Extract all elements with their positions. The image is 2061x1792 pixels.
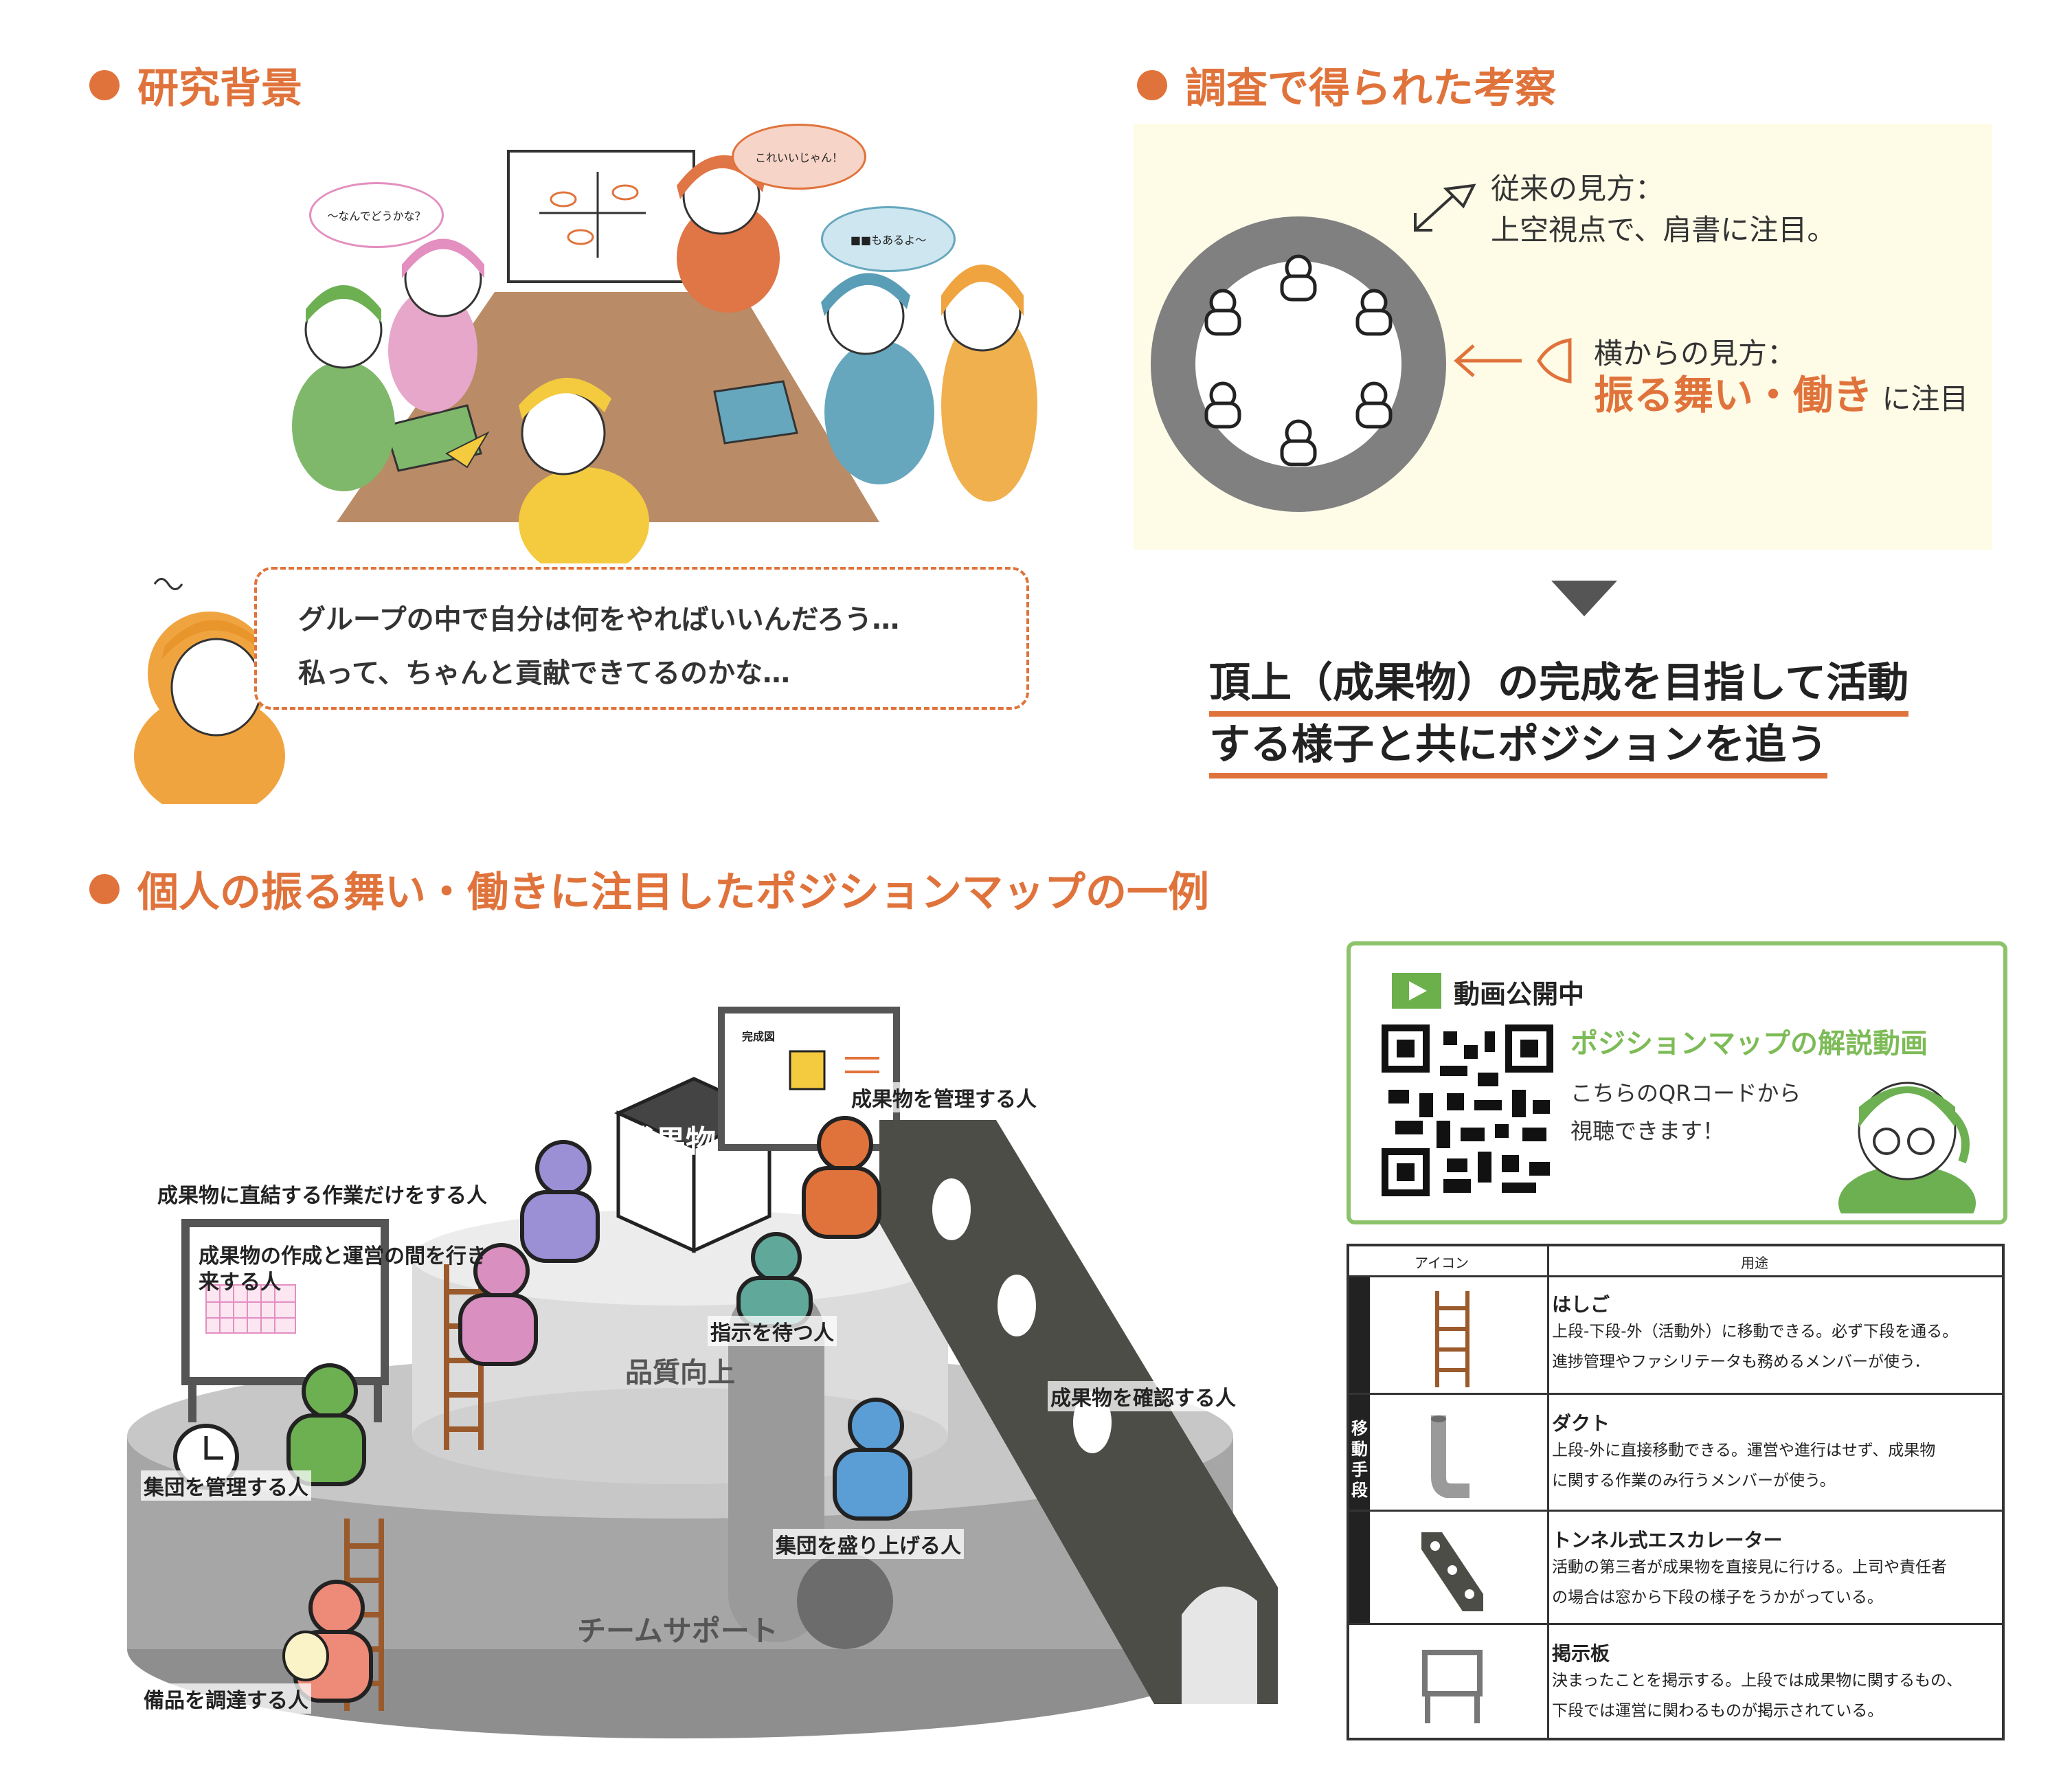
speech-bubble-text: 〜なんでどうかな？ — [327, 210, 426, 223]
video-badge: 動画公開中 — [1454, 979, 1585, 1009]
conclusion-text: する様子と共にポジションを追う — [1209, 721, 1827, 779]
heading-insight: 調査で得られた考察 — [1137, 55, 1556, 115]
top-view-eye-arrow-icon — [1414, 183, 1476, 232]
legend-row-bulletin-board: 掲示板 決まったことを掲示する。上段では成果物に関するもの、 下段では運営に関わ… — [1349, 1623, 2002, 1738]
side-view-title: 横からの見方： — [1594, 337, 1797, 370]
bullet-dot-icon — [89, 873, 120, 904]
role-procurement: 備品を調達する人 — [141, 1683, 311, 1714]
legend-duct-desc-2: に関する作業のみ行うメンバーが使う。 — [1552, 1472, 1836, 1490]
side-view-accent: 振る舞い・働き — [1594, 372, 1873, 418]
role-direct-worker: 成果物に直結する作業だけをする人 — [155, 1178, 490, 1209]
legend-table: アイコン 用途 移動手段 はしご 上段-下段-外（活動外）に移動できる。必ず下段… — [1347, 1244, 2005, 1740]
play-icon — [1392, 973, 1441, 1009]
legend-row-ladder: はしご 上段-下段-外（活動外）に移動できる。必ず下段を通る。 進捗管理やファシ… — [1349, 1276, 2002, 1393]
legend-board-desc-2: 下段では運営に関わるものが掲示されている。 — [1552, 1702, 1884, 1720]
video-title[interactable]: ポジションマップの解説動画 — [1570, 1028, 1928, 1060]
product-block-label: 成果物 — [625, 1124, 716, 1159]
legend-board-desc-1: 決まったことを掲示する。上段では成果物に関するもの、 — [1552, 1672, 1963, 1690]
figure-purple — [520, 1140, 600, 1263]
duct-icon — [1431, 1415, 1469, 1498]
legend-ladder-desc-2: 進捗管理やファシリテータも務めるメンバーが使う． — [1552, 1353, 1930, 1371]
speech-bubble-text: ■■もあるよ〜 — [850, 234, 927, 247]
heading-text: 研究背景 — [137, 65, 302, 113]
role-waiting: 指示を待つ人 — [708, 1316, 837, 1346]
down-triangle-icon — [1551, 581, 1617, 616]
conclusion-line-1: 頂上（成果物）の完成を目指して活動 — [1209, 649, 1909, 717]
legend-side-label: 移動手段 — [1351, 1419, 1368, 1500]
top-view-title: 従来の見方： — [1491, 172, 1665, 205]
legend-column-divider — [1547, 1246, 1549, 1738]
legend-tunnel-desc-2: の場合は窓から下段の様子をうかがっている。 — [1552, 1589, 1883, 1606]
worry-line-2: 私って、ちゃんと貢献できてるのかな… — [298, 658, 790, 689]
legend-ladder-desc-1: 上段-下段-外（活動外）に移動できる。必ず下段を通る。 — [1552, 1323, 1959, 1341]
heading-research-background: 研究背景 — [89, 55, 302, 115]
video-desc-line-2: 視聴できます！ — [1570, 1118, 1725, 1144]
video-info-box: 動画公開中 ポジションマップの解説動画 こちらのQRコードから 視聴できます！ — [1347, 941, 2007, 1224]
legend-side-bar — [1349, 1277, 1370, 1624]
worried-person-illustration — [134, 578, 285, 804]
ladder-icon — [1435, 1291, 1469, 1387]
presenter-avatar — [1838, 1082, 1976, 1213]
bullet-dot-icon — [89, 69, 120, 100]
legend-tunnel-name: トンネル式エスカレーター — [1552, 1529, 1783, 1552]
legend-tunnel-desc-1: 活動の第三者が成果物を直接見に行ける。上司や責任者 — [1552, 1558, 1947, 1576]
qr-code-icon[interactable] — [1382, 1024, 1553, 1196]
meeting-illustration — [292, 150, 1037, 563]
heading-text: 個人の振る舞い・働きに注目したポジションマップの一例 — [137, 869, 1209, 917]
side-view-desc: 振る舞い・働き に注目 — [1594, 374, 1968, 420]
legend-ladder-name: はしご — [1552, 1293, 1610, 1316]
speech-bubble-top: これいいじゃん！ — [732, 124, 866, 190]
role-mood-maker: 集団を盛り上げる人 — [773, 1529, 964, 1559]
speech-bubble-left: 〜なんでどうかな？ — [309, 182, 444, 248]
bullet-dot-icon — [1137, 69, 1167, 100]
role-product-manager: 成果物を管理する人 — [848, 1082, 1039, 1112]
speech-bubble-right: ■■もあるよ〜 — [821, 206, 956, 272]
heading-position-map: 個人の振る舞い・働きに注目したポジションマップの一例 — [89, 859, 1209, 919]
board-title: 完成図 — [742, 1030, 776, 1043]
side-view-eye-arrow-icon — [1454, 338, 1572, 383]
lower-tier-label: チームサポート — [577, 1614, 778, 1648]
heading-text: 調査で得られた考察 — [1185, 65, 1556, 113]
tunnel-escalator-icon — [1421, 1532, 1483, 1611]
legend-col-icon: アイコン — [1415, 1255, 1469, 1271]
legend-board-name: 掲示板 — [1552, 1642, 1610, 1665]
legend-header: アイコン 用途 — [1349, 1246, 2002, 1277]
role-group-manager: 集団を管理する人 — [141, 1470, 311, 1501]
legend-row-tunnel-escalator: トンネル式エスカレーター 活動の第三者が成果物を直接見に行ける。上司や責任者 の… — [1349, 1510, 2002, 1625]
conclusion-text: 頂上（成果物）の完成を目指して活動 — [1209, 659, 1909, 717]
legend-row-duct: ダクト 上段-外に直接移動できる。運営や進行はせず、成果物 に関する作業のみ行う… — [1349, 1393, 2002, 1512]
role-go-between: 成果物の作成と運営の間を行き来する人 — [199, 1244, 487, 1295]
legend-duct-name: ダクト — [1552, 1412, 1610, 1435]
legend-duct-desc-1: 上段-外に直接移動できる。運営や進行はせず、成果物 — [1552, 1442, 1936, 1459]
worry-line-1: グループの中で自分は何をやればいいんだろう… — [298, 604, 900, 636]
worry-speech-box: グループの中で自分は何をやればいいんだろう… 私って、ちゃんと貢献できてるのかな… — [254, 567, 1029, 710]
bulletin-board-icon — [1422, 1650, 1483, 1723]
legend-col-use: 用途 — [1741, 1255, 1768, 1271]
position-map-illustration — [127, 1007, 1278, 1738]
side-view-suffix: に注目 — [1882, 382, 1969, 416]
role-confirm: 成果物を確認する人 — [1048, 1381, 1239, 1411]
upper-tier-label: 品質向上 — [625, 1357, 735, 1389]
video-desc-line-1: こちらのQRコードから — [1570, 1080, 1801, 1106]
conclusion-line-2: する様子と共にポジションを追う — [1209, 711, 1827, 779]
speech-bubble-text: これいいじゃん！ — [754, 151, 843, 164]
top-view-desc: 上空視点で、肩書に注目。 — [1491, 213, 1836, 247]
ring-diagram — [1151, 216, 1446, 512]
